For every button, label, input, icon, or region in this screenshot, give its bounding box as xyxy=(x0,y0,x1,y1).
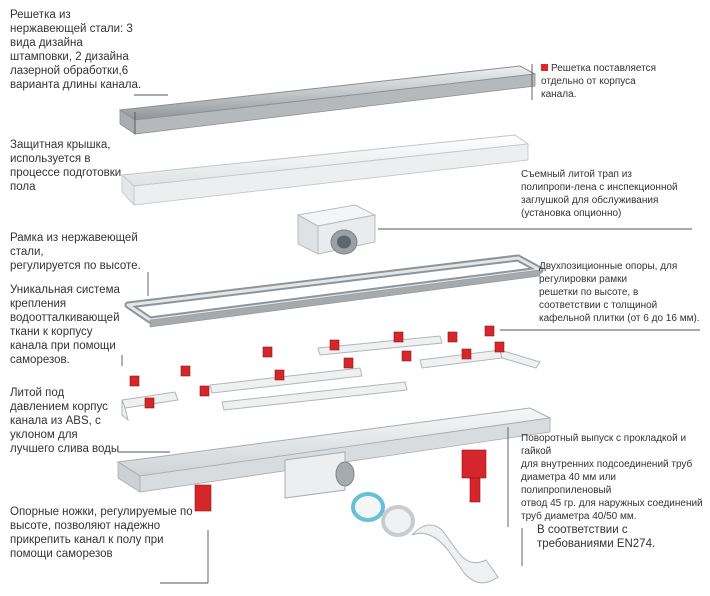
label-grate: Решетка из нержавеющей стали: 3 вида диз… xyxy=(10,9,142,91)
red-square-marker xyxy=(541,64,548,71)
cover-part xyxy=(120,134,530,207)
frame-part xyxy=(124,254,544,328)
grate-part xyxy=(118,65,537,135)
label-cover: Защитная крышка, используется в процессе… xyxy=(10,139,122,193)
label-membrane: Уникальная система крепления водоотталки… xyxy=(10,284,120,366)
label-frame: Рамка из нержавеющей стали, регулируется… xyxy=(10,232,141,272)
label-body: Литой под давлением корпус канала из ABS… xyxy=(10,387,120,455)
support-clips xyxy=(129,325,505,409)
membrane-flanges xyxy=(121,335,541,422)
label-grate-note-text: Решетка поставляется отдельно от корпуса… xyxy=(541,63,657,100)
label-trap: Съемный литой трап из полипропи-лена с и… xyxy=(521,169,678,219)
label-grate-note: Решетка поставляется отдельно от корпуса… xyxy=(541,62,701,101)
trap-part xyxy=(296,204,377,255)
label-supports: Двухпозиционные опоры, для регулировки р… xyxy=(539,261,700,324)
label-outlet: Поворотный выпуск с прокладкой и гайкой … xyxy=(521,433,703,522)
label-legs: Опорные ножки, регулируемые по высоте, п… xyxy=(10,506,193,560)
channel-body-part xyxy=(116,407,552,499)
outlet-seals xyxy=(351,492,415,537)
outlet-elbow xyxy=(411,524,499,584)
label-standard: В соответствии с требованиями EN274. xyxy=(537,524,656,550)
support-legs xyxy=(194,449,487,512)
leader-lines xyxy=(118,64,700,584)
